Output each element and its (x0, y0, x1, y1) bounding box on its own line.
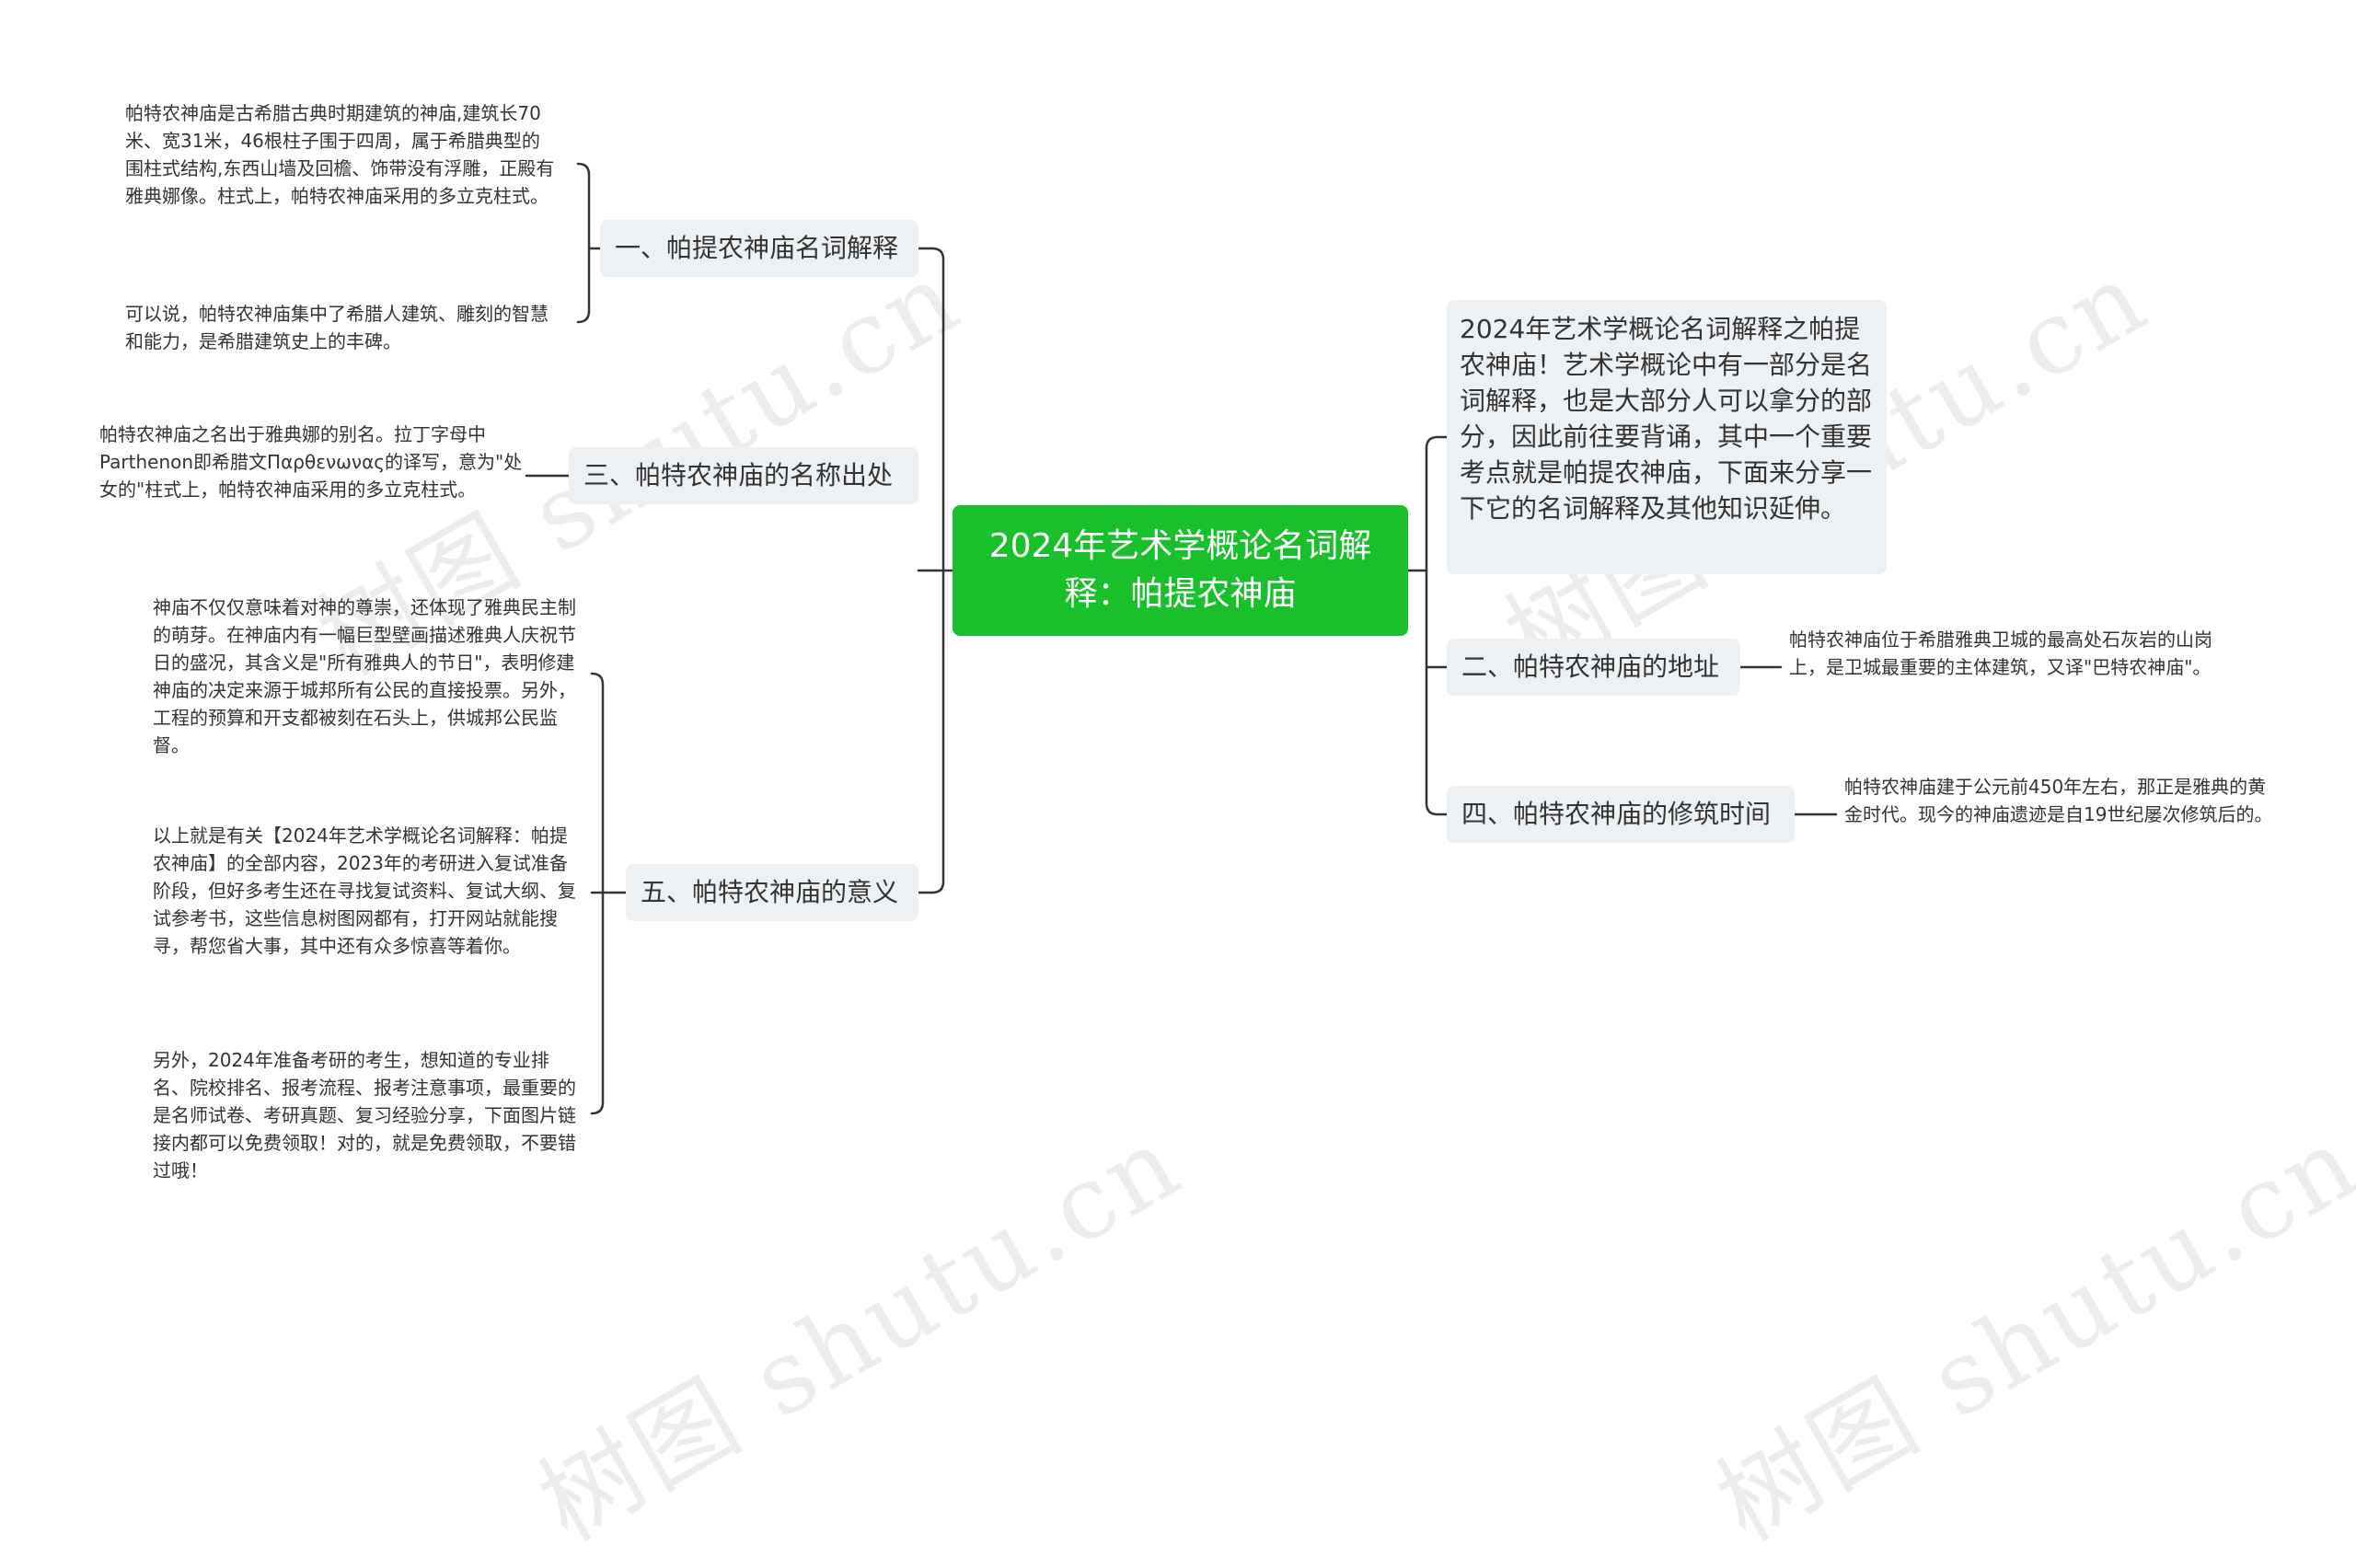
leaf-text: 帕特农神庙位于希腊雅典卫城的最高处石灰岩的山岗上，是卫城最重要的主体建筑，又译"… (1789, 628, 2212, 678)
topic-construction-time[interactable]: 四、帕特农神庙的修筑时间 (1447, 786, 1795, 843)
leaf-text: 帕特农神庙建于公元前450年左右，那正是雅典的黄金时代。现今的神庙遗迹是自19世… (1844, 776, 2273, 825)
intro-topic[interactable]: 2024年艺术学概论名词解释之帕提农神庙！艺术学概论中有一部分是名词解释，也是大… (1447, 300, 1887, 574)
connector (1425, 435, 1449, 816)
topic-significance[interactable]: 五、帕特农神庙的意义 (626, 864, 918, 921)
topic-label: 一、帕提农神庙名词解释 (615, 233, 899, 263)
topic-label: 三、帕特农神庙的名称出处 (583, 460, 894, 490)
intro-text: 2024年艺术学概论名词解释之帕提农神庙！艺术学概论中有一部分是名词解释，也是大… (1460, 314, 1873, 524)
leaf-note: 帕特农神庙建于公元前450年左右，那正是雅典的黄金时代。现今的神庙遗迹是自19世… (1844, 773, 2277, 828)
leaf-text: 另外，2024年准备考研的考生，想知道的专业排名、院校排名、报考流程、报考注意事… (153, 1049, 576, 1182)
connector (576, 162, 591, 324)
connector-lines (525, 162, 1838, 1115)
leaf-text: 可以说，帕特农神庙集中了希腊人建筑、雕刻的智慧和能力，是希腊建筑史上的丰碑。 (125, 303, 549, 352)
leaf-text: 以上就是有关【2024年艺术学概论名词解释：帕提农神庙】的全部内容，2023年的… (153, 824, 576, 957)
leaf-text: 帕特农神庙是古希腊古典时期建筑的神庙,建筑长70米、宽31米，46根柱子围于四周… (125, 102, 555, 207)
leaf-text: 神庙不仅仅意味着对神的尊崇，还体现了雅典民主制的萌芽。在神庙内有一幅巨型壁画描述… (153, 596, 576, 756)
leaf-note: 可以说，帕特农神庙集中了希腊人建筑、雕刻的智慧和能力，是希腊建筑史上的丰碑。 (125, 300, 558, 355)
topic-label: 二、帕特农神庙的地址 (1461, 651, 1720, 682)
leaf-note: 帕特农神庙位于希腊雅典卫城的最高处石灰岩的山岗上，是卫城最重要的主体建筑，又译"… (1789, 626, 2222, 681)
leaf-note: 帕特农神庙之名出于雅典娜的别名。拉丁字母中Parthenon即希腊文Παρθεν… (99, 421, 525, 503)
central-topic[interactable]: 2024年艺术学概论名词解释：帕提农神庙 (953, 505, 1408, 636)
central-topic-title: 2024年艺术学概论名词解释：帕提农神庙 (988, 527, 1372, 613)
mindmap-canvas: 树图 shutu.cn 树图 shutu.cn 树图 shutu.cn 树图 s… (99, 99, 2356, 1563)
leaf-note: 另外，2024年准备考研的考生，想知道的专业排名、院校排名、报考流程、报考注意事… (153, 1046, 585, 1184)
connector (590, 672, 605, 1115)
topic-label: 五、帕特农神庙的意义 (641, 877, 899, 907)
leaf-note: 以上就是有关【2024年艺术学概论名词解释：帕提农神庙】的全部内容，2023年的… (153, 822, 585, 960)
topic-name-origin[interactable]: 三、帕特农神庙的名称出处 (569, 447, 918, 504)
leaf-text: 帕特农神庙之名出于雅典娜的别名。拉丁字母中Parthenon即希腊文Παρθεν… (99, 423, 523, 501)
topic-definition[interactable]: 一、帕提农神庙名词解释 (600, 220, 918, 277)
topic-location[interactable]: 二、帕特农神庙的地址 (1447, 639, 1740, 696)
leaf-note: 帕特农神庙是古希腊古典时期建筑的神庙,建筑长70米、宽31米，46根柱子围于四周… (125, 99, 558, 210)
topic-label: 四、帕特农神庙的修筑时间 (1461, 799, 1772, 829)
connector (917, 247, 945, 894)
leaf-note: 神庙不仅仅意味着对神的尊崇，还体现了雅典民主制的萌芽。在神庙内有一幅巨型壁画描述… (153, 594, 585, 759)
